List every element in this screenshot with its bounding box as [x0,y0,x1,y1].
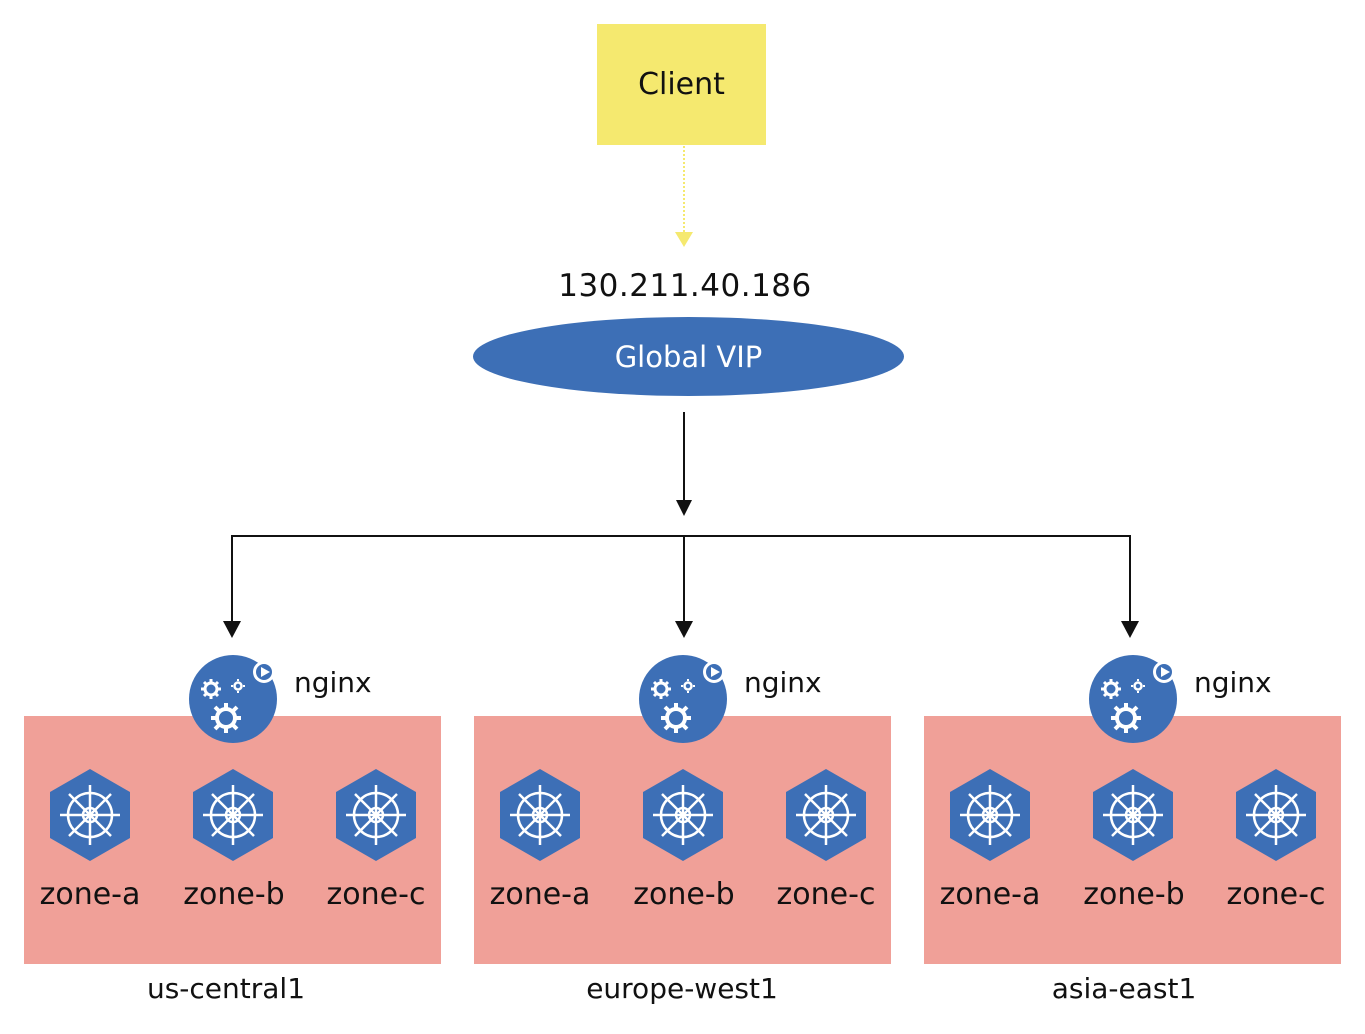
zone-label: zone-a [489,877,591,912]
zone-label: zone-b [633,877,735,912]
zone-label: zone-a [939,877,1041,912]
global-vip-label: Global VIP [614,339,763,374]
region-label: europe-west1 [586,972,778,1005]
zone-label: zone-c [326,877,426,912]
kubernetes-helm-icon [334,767,418,863]
zone-label: zone-b [1083,877,1185,912]
kubernetes-helm-icon [1091,767,1175,863]
nginx-icon [637,653,729,745]
client-box: Client [597,24,766,145]
region-label: asia-east1 [1051,972,1197,1005]
kubernetes-helm-icon [48,767,132,863]
nginx-icon [1087,653,1179,745]
nginx-icon [187,653,279,745]
global-vip-ellipse: Global VIP [473,317,904,396]
kubernetes-helm-icon [498,767,582,863]
nginx-label: nginx [744,666,822,699]
nginx-label: nginx [1194,666,1272,699]
kubernetes-helm-icon [641,767,725,863]
region-label: us-central1 [146,972,306,1005]
vip-ip-address: 130.211.40.186 [558,268,812,304]
zone-label: zone-a [39,877,141,912]
kubernetes-helm-icon [784,767,868,863]
zone-label: zone-c [776,877,876,912]
zone-label: zone-b [183,877,285,912]
kubernetes-helm-icon [191,767,275,863]
kubernetes-helm-icon [948,767,1032,863]
kubernetes-helm-icon [1234,767,1318,863]
zone-label: zone-c [1226,877,1326,912]
client-label: Client [638,67,725,102]
nginx-label: nginx [294,666,372,699]
